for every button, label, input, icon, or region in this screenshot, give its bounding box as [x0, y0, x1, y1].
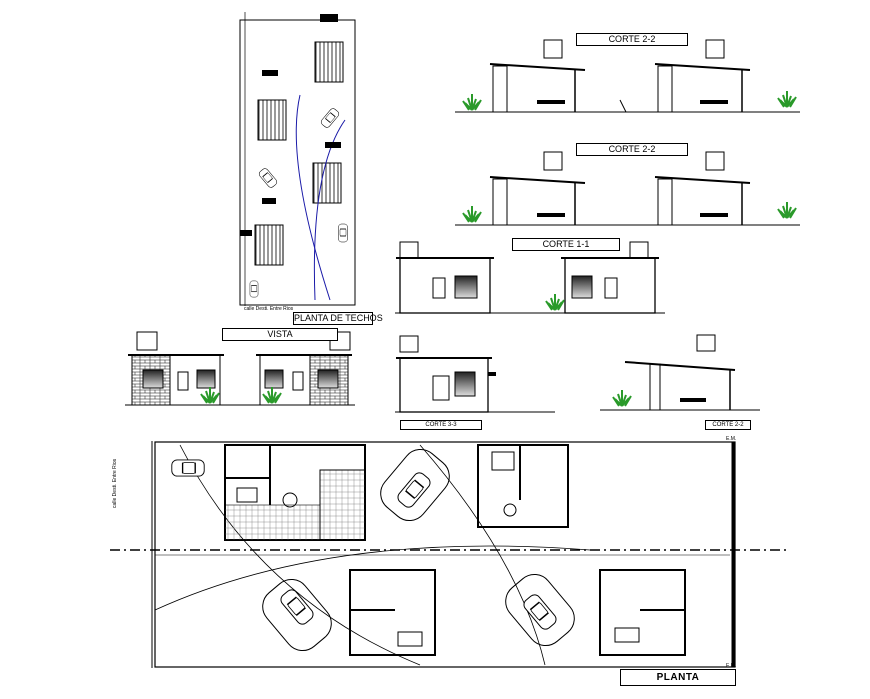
section-2-2-top: [455, 39, 800, 113]
level-mark-top: E.M.: [726, 436, 737, 442]
label-corte-2-2-c: CORTE 2-2: [705, 420, 751, 430]
section-1-1: [395, 241, 665, 314]
roof-plan: [239, 12, 356, 306]
label-corte-1-1: CORTE 1-1: [512, 238, 620, 251]
section-3-3: [395, 335, 555, 413]
label-corte-2-2-b: CORTE 2-2: [576, 143, 688, 156]
label-vista: VISTA: [222, 328, 338, 341]
label-planta-de-techos: PLANTA DE TECHOS: [293, 312, 383, 325]
level-mark-bottom: E.M.: [726, 663, 737, 669]
street-name-floor-plan: calle Desti. Entre Rios: [112, 458, 118, 508]
section-2-2-middle: [455, 151, 800, 226]
floor-plan: [110, 441, 790, 668]
label-corte-2-2-a: CORTE 2-2: [576, 33, 688, 46]
section-2-2-small: [600, 334, 760, 411]
label-corte-3-3: CORTE 3-3: [400, 420, 482, 430]
facade-view: [125, 331, 355, 406]
label-planta: PLANTA: [620, 669, 736, 686]
street-name-roof-plan: calle Desti. Entre Rios: [244, 306, 294, 312]
